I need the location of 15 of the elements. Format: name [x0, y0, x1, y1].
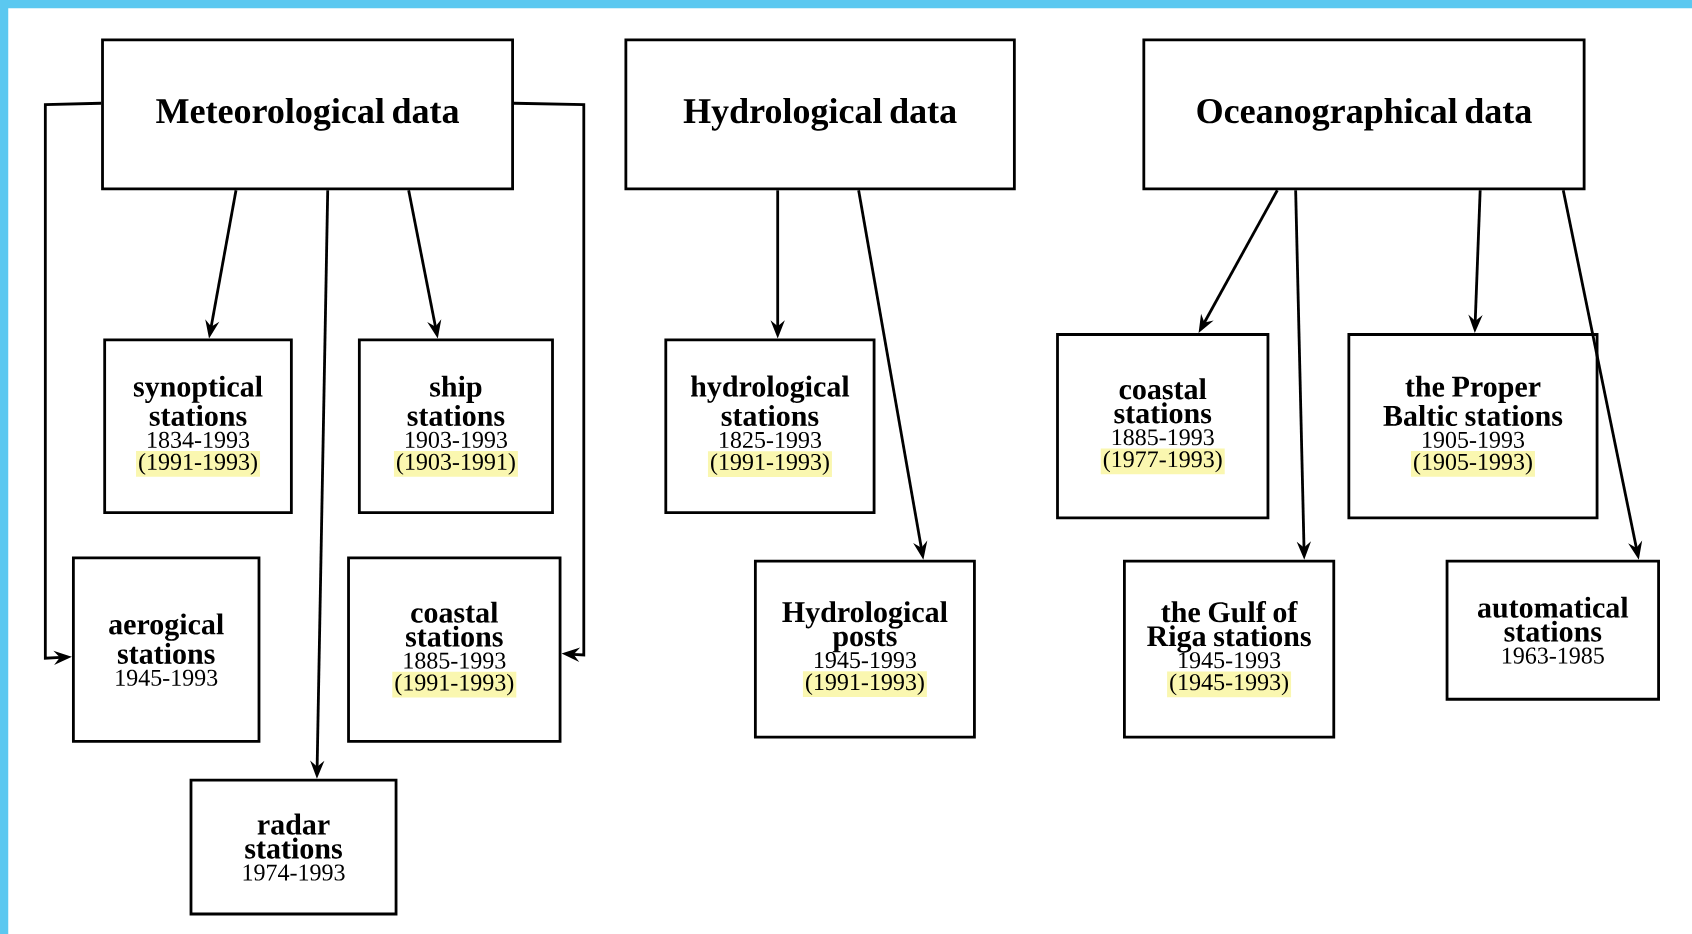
title-box: Meteorological data	[101, 38, 514, 190]
station-box: ship stations 1903-1993 (1903-1991)	[357, 338, 554, 514]
station-box: synoptical stations 1834-1993 (1991-1993)	[103, 338, 293, 514]
station-box: Hydrological posts 1945-1993 (1991-1993)	[753, 559, 976, 739]
arrow	[513, 101, 586, 662]
title-box: Oceanographical data	[1142, 38, 1586, 190]
station-box: radar stations 1974-1993	[189, 778, 398, 916]
station-box: coastal stations 1885-1993 (1991-1993)	[347, 556, 562, 743]
station-box: coastal stations 1885-1993 (1977-1993)	[1056, 332, 1270, 520]
station-box: the Proper Baltic stations 1905-1993 (1905-1993)	[1347, 332, 1599, 520]
station-box: aerogical stations 1945-1993	[71, 556, 261, 743]
station-box: automatical stations 1963-1985	[1445, 559, 1660, 701]
title-box: Hydrological data	[624, 38, 1016, 190]
station-box: the Gulf of Riga stations 1945-1993 (1945-1993)	[1123, 559, 1336, 739]
station-box: hydrological stations 1825-1993 (1991-1993)	[664, 338, 876, 514]
